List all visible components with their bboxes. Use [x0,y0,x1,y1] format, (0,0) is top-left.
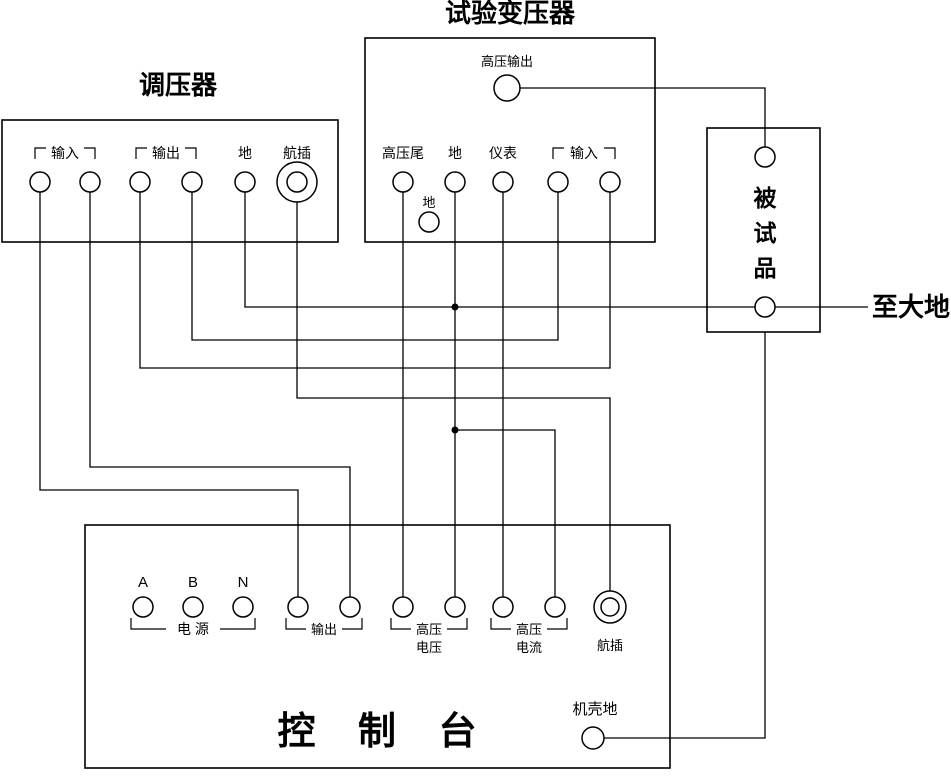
transformer-case-ground-label: 地 [422,195,435,210]
transformer-input-label: 输入 [570,145,598,161]
regulator-input-terminal-2 [79,171,101,193]
wire-console-output-a [39,192,299,597]
transformer-input-terminal-1 [547,171,569,193]
hv-voltage-terminal-1 [392,596,414,618]
chassis-ground-terminal [581,726,605,750]
transformer-input-terminal-2 [599,171,621,193]
console-output-terminal-2 [339,596,361,618]
transformer-title: 试验变压器 [445,0,576,28]
power-terminal-n [232,596,254,618]
wire-hv-output-to-dut [520,87,766,147]
bracket-mark [220,618,256,630]
bracket-mark [342,618,363,630]
hv-current-label-line2: 电流 [516,640,542,655]
hv-voltage-label-line1: 高压 [416,622,442,637]
bracket-mark [135,147,147,159]
regulator-aviation-plug-inner [286,171,308,193]
console-title: 控 制 台 [277,711,492,753]
console-output-label: 输出 [311,622,337,637]
chassis-ground-label: 机壳地 [572,701,617,718]
regulator-unit: 调压器 输入 输出 地 航插 [29,70,318,203]
bracket-mark [604,147,616,159]
hv-voltage-label-line2: 电压 [416,640,442,655]
wiring [39,87,868,739]
dut-bottom-terminal [754,296,776,318]
regulator-title: 调压器 [139,70,218,100]
wire-aviation-plug-cable [296,202,611,591]
bracket-mark [447,618,468,630]
meter-tap-label: 仪表 [489,145,517,161]
power-terminal-a [132,596,154,618]
transformer-unit: 试验变压器 高压输出 高压尾 地 仪表 输入 地 [382,0,621,233]
regulator-input-terminal-1 [29,171,51,193]
meter-tap-terminal [492,171,514,193]
hv-tail-terminal [392,171,414,193]
bracket-mark [34,147,46,159]
regulator-output-terminal-1 [129,171,151,193]
transformer-ground-label: 地 [448,145,462,161]
console-output-terminal-1 [287,596,309,618]
dut-label-char: 被 [754,185,778,211]
console-plug-label: 航插 [597,638,623,653]
power-terminal-b [182,596,204,618]
wire-regulator-output-b [139,192,611,369]
hv-output-terminal [493,74,521,102]
regulator-output-label: 输出 [152,145,180,161]
console-aviation-plug-inner [600,597,620,617]
bracket-mark [185,147,197,159]
bracket-mark [84,147,96,159]
hv-output-label: 高压输出 [481,54,533,69]
bracket-mark [490,618,511,630]
hv-current-terminal-2 [544,596,566,618]
wire-regulator-output-a [191,192,559,341]
hv-current-label-line1: 高压 [516,622,542,637]
transformer-box [364,37,656,243]
bracket-mark [390,618,411,630]
to-earth-label: 至大地 [872,292,950,322]
console-box [84,524,671,769]
regulator-ground-terminal [234,171,256,193]
bracket-mark [285,618,306,630]
regulator-ground-label: 地 [238,145,252,161]
regulator-plug-label: 航插 [283,145,311,161]
phase-n-label: N [238,574,249,591]
transformer-case-ground-terminal [418,211,440,233]
wire-console-output-b [89,192,351,597]
junction-dot [451,303,459,311]
regulator-output-terminal-2 [181,171,203,193]
transformer-ground-terminal [444,171,466,193]
wire-ground-to-hv-current [455,429,556,597]
phase-a-label: A [138,574,148,591]
junction-dot [451,426,459,434]
console-unit: A B N 电 源 输出 高压 电压 高压 电流 航插 机壳地 控 制 台 [130,574,627,753]
dut-label-char: 试 [754,220,777,246]
regulator-input-label: 输入 [51,145,79,161]
dut-label-char: 品 [754,255,777,281]
wire-chassis-ground [604,332,766,739]
bracket-mark [552,147,564,159]
bracket-mark [547,618,568,630]
phase-b-label: B [188,574,198,591]
dut-unit: 被 试 品 [754,146,778,318]
power-group-label: 电 源 [177,621,209,637]
bracket-mark [130,618,166,630]
hv-tail-label: 高压尾 [382,145,424,161]
hv-current-terminal-1 [492,596,514,618]
dut-top-terminal [754,146,776,168]
wire-ground-bus [244,192,868,308]
hv-voltage-terminal-2 [444,596,466,618]
